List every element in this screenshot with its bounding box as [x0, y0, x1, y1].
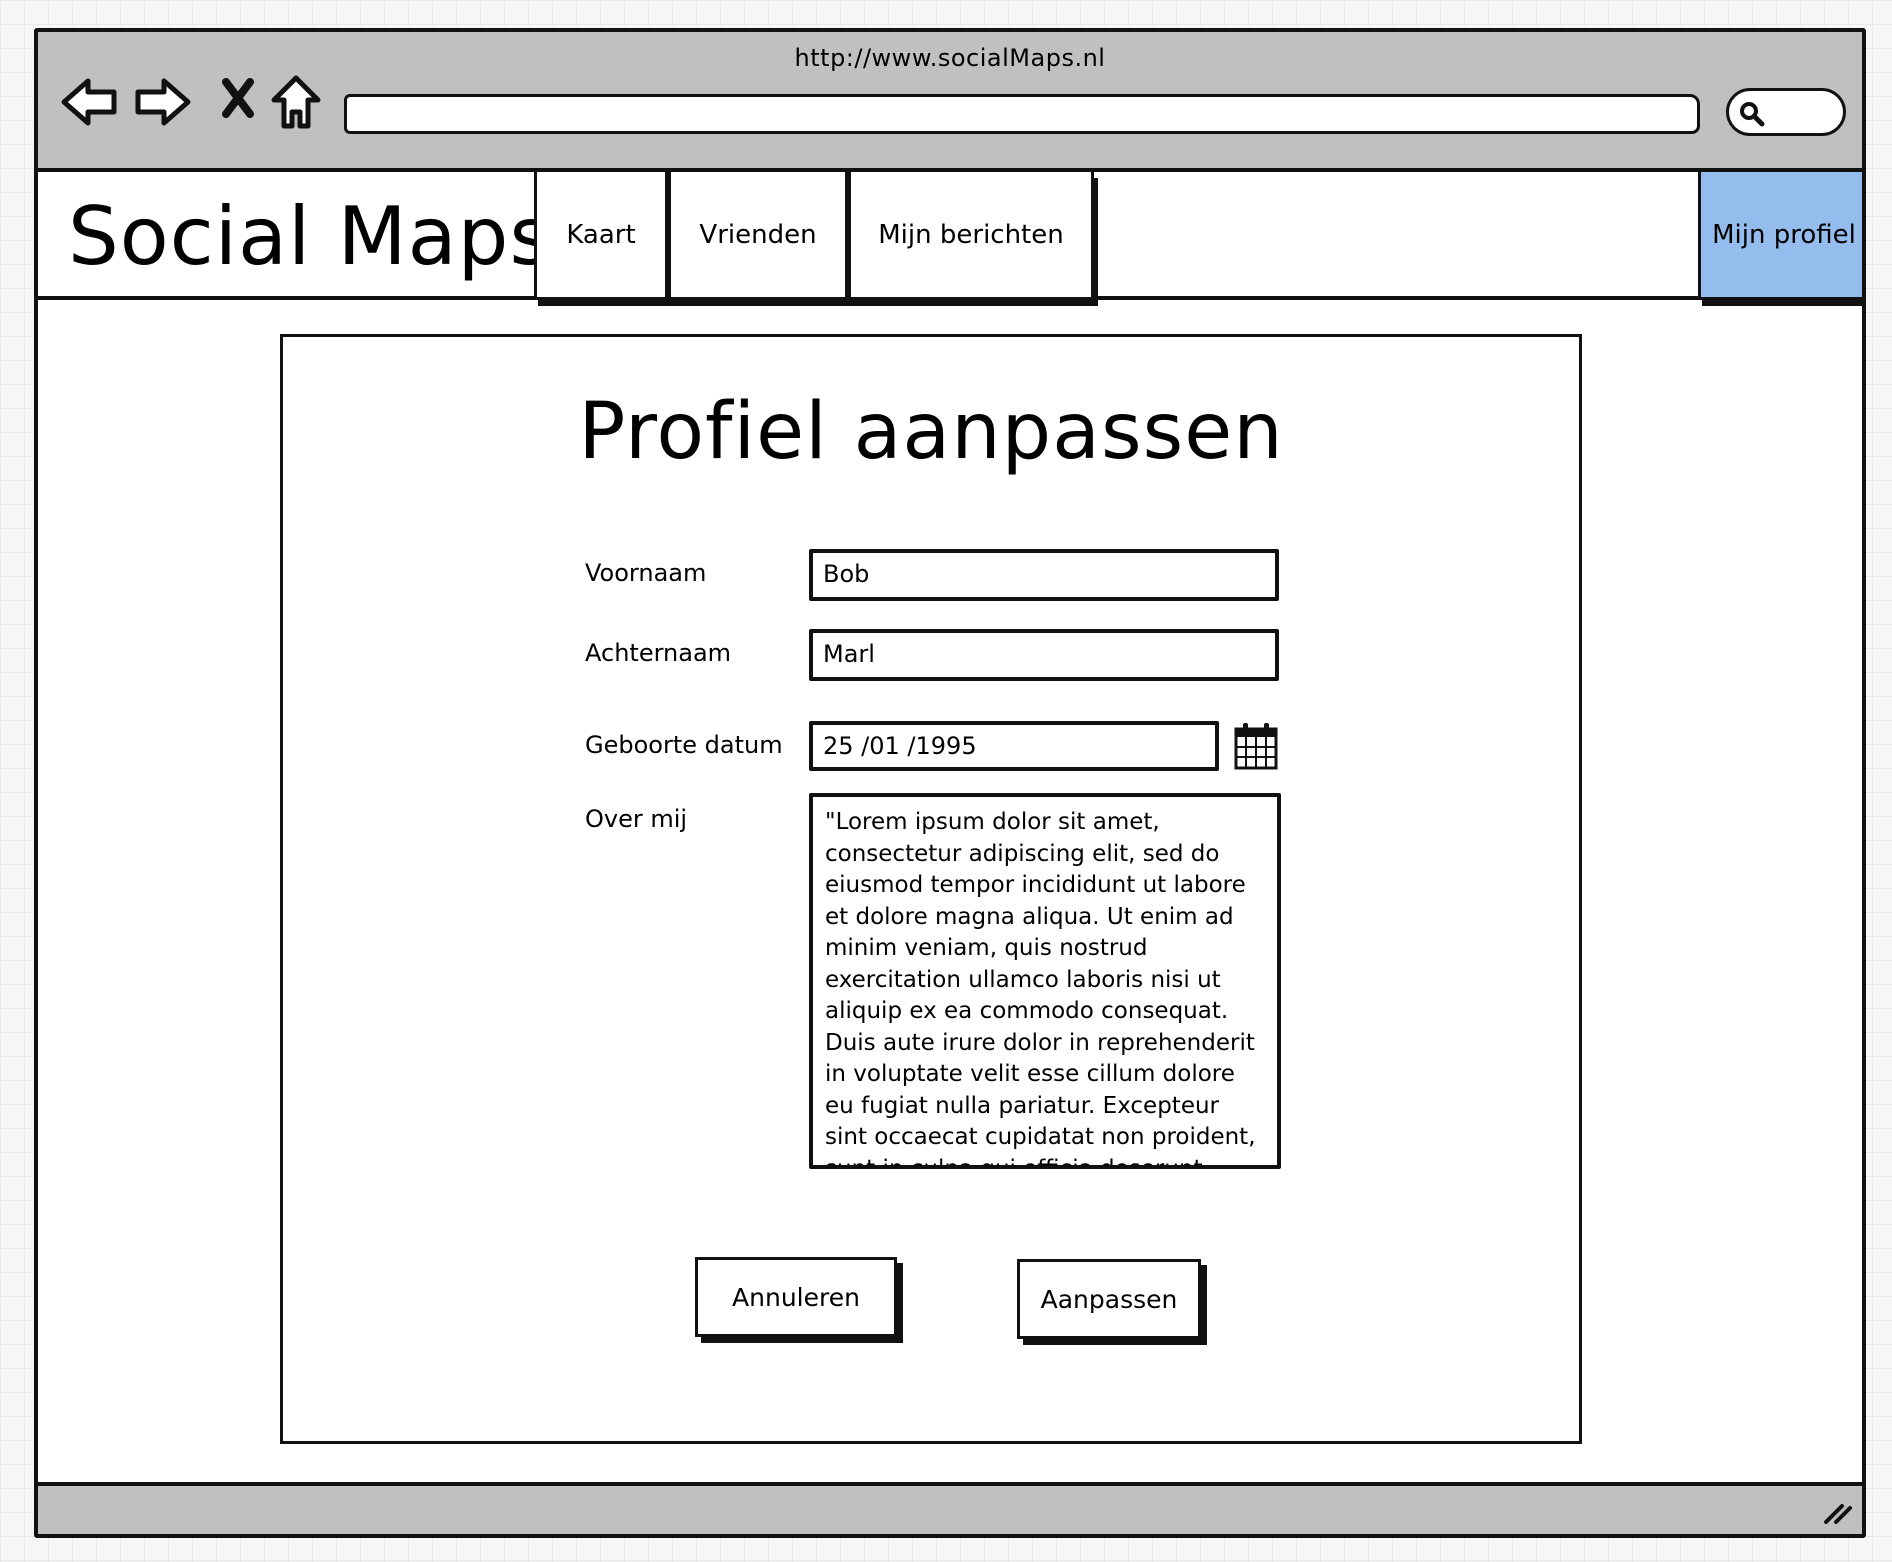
magnifier-icon: [1740, 102, 1765, 127]
back-arrow-icon[interactable]: [60, 76, 118, 128]
tab-mijn-berichten[interactable]: Mijn berichten: [848, 172, 1094, 300]
geboorte-datum-label: Geboorte datum: [585, 731, 783, 759]
site-logo[interactable]: Social Maps: [68, 190, 553, 283]
profile-form-panel: Profiel aanpassen Voornaam Bob Achternaa…: [280, 334, 1582, 1444]
address-bar[interactable]: [344, 94, 1700, 134]
submit-button[interactable]: Aanpassen: [1017, 1259, 1201, 1339]
home-icon[interactable]: [270, 74, 322, 130]
page-title: Profiel aanpassen: [578, 387, 1284, 477]
browser-window: http://www.socialMaps.nl Social Maps Kaa…: [34, 28, 1866, 1538]
voornaam-input[interactable]: Bob: [809, 549, 1279, 601]
tab-vrienden[interactable]: Vrienden: [668, 172, 848, 300]
over-mij-textarea[interactable]: "Lorem ipsum dolor sit amet, consectetur…: [809, 793, 1281, 1169]
site-header: Social Maps Kaart Vrienden Mijn berichte…: [38, 172, 1862, 300]
url-text: http://www.socialMaps.nl: [794, 44, 1106, 72]
achternaam-label: Achternaam: [585, 639, 732, 667]
resize-grip-icon[interactable]: [1822, 1496, 1854, 1526]
browser-search-field[interactable]: [1726, 88, 1846, 136]
cancel-button[interactable]: Annuleren: [695, 1257, 897, 1337]
calendar-icon[interactable]: [1233, 721, 1279, 775]
forward-arrow-icon[interactable]: [134, 76, 192, 128]
voornaam-label: Voornaam: [585, 559, 707, 587]
tab-mijn-profiel[interactable]: Mijn profiel: [1698, 172, 1862, 300]
achternaam-input[interactable]: Marl: [809, 629, 1279, 681]
over-mij-label: Over mij: [585, 805, 688, 833]
browser-toolbar: http://www.socialMaps.nl: [38, 32, 1862, 172]
status-bar: [38, 1482, 1862, 1534]
geboorte-datum-input[interactable]: 25 /01 /1995: [809, 721, 1219, 771]
tab-kaart[interactable]: Kaart: [534, 172, 668, 300]
stop-icon[interactable]: [220, 76, 256, 120]
